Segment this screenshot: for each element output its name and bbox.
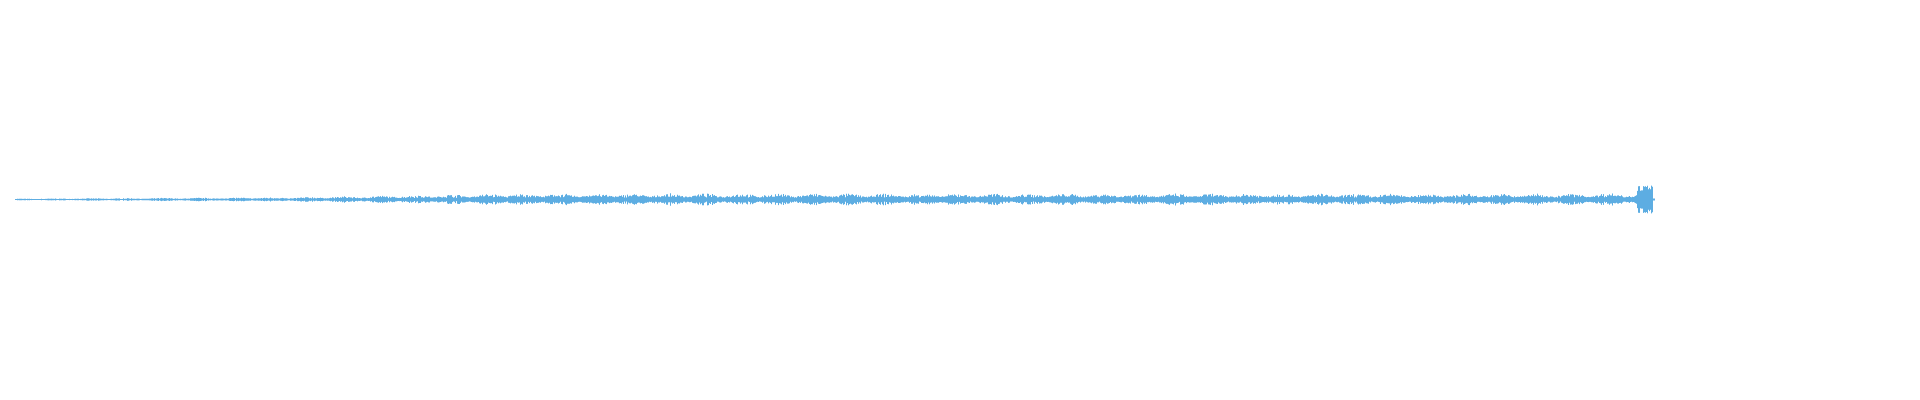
waveform-path [15, 185, 1655, 214]
waveform-bars [15, 185, 1655, 214]
waveform-start-mark [15, 199, 17, 200]
